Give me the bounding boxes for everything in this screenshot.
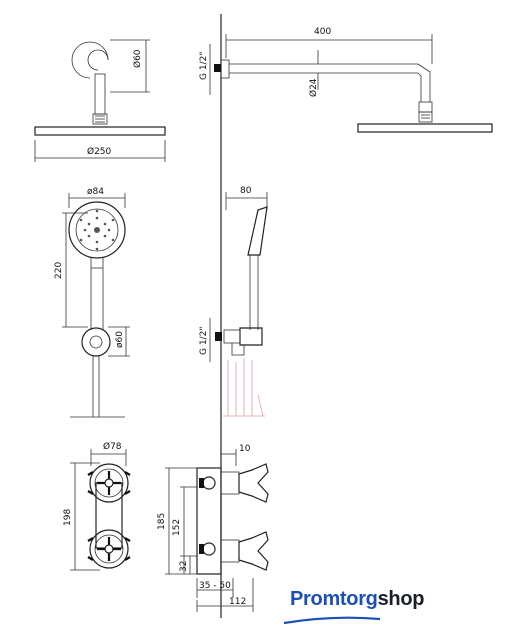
label-body-152: 152	[172, 519, 182, 536]
label-holder-dia: ø60	[115, 331, 125, 348]
label-inlet-top: G 1/2"	[199, 52, 209, 80]
label-arm-dia: Ø24	[308, 78, 319, 97]
brand-logo: Promtorgshop	[290, 588, 424, 611]
label-total-height: 198	[63, 509, 73, 526]
label-depth-112: 112	[229, 597, 246, 607]
label-arm-length: 400	[314, 27, 331, 37]
label-offset-10: 10	[239, 444, 251, 454]
brand-part-2: shop	[377, 588, 425, 610]
label-hand-height: 220	[54, 262, 64, 279]
label-body-185: 185	[157, 513, 167, 530]
label-holder-depth: 80	[240, 186, 252, 196]
hand-shower-front	[62, 193, 130, 418]
label-flange-dia: Ø60	[132, 49, 143, 68]
label-valve-dia: Ø78	[103, 441, 122, 452]
valve-front-view	[70, 449, 131, 571]
label-body-32: 32	[179, 561, 189, 572]
hand-shower-side	[209, 192, 268, 417]
brand-swoosh-icon	[283, 616, 381, 625]
brand-part-1: Promtorg	[290, 588, 378, 610]
label-head-dia: Ø250	[87, 146, 112, 157]
arm-side-view	[34, 39, 166, 162]
arm-front-view	[209, 34, 493, 133]
label-depth-range: 35 - 50	[199, 581, 231, 591]
label-hand-dia: ø84	[87, 187, 104, 197]
label-inlet-mid: G 1/2"	[199, 327, 209, 355]
valve-side-view	[165, 449, 269, 612]
